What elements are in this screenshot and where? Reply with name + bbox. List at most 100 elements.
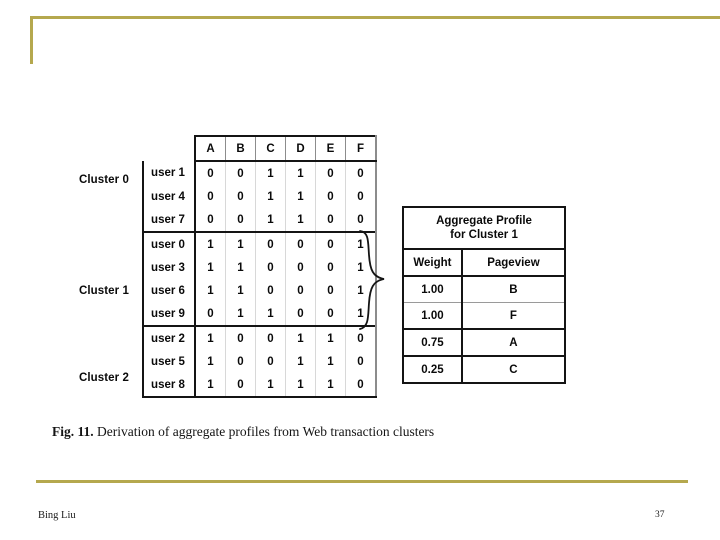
matrix-row-label: user 0 <box>142 231 196 256</box>
matrix-row-label: user 6 <box>142 279 196 302</box>
matrix-cell: 0 <box>195 208 226 232</box>
matrix-cell: 1 <box>195 256 226 279</box>
matrix-cell: 1 <box>285 350 316 373</box>
matrix-cell: 0 <box>345 325 377 350</box>
aggregate-title-line1: Aggregate Profile <box>436 214 532 227</box>
table-row: user 8 1 0 1 1 1 0 <box>142 373 377 398</box>
matrix-cell: 0 <box>315 161 346 185</box>
matrix-row-label: user 3 <box>142 256 196 279</box>
table-row: user 2 1 0 0 1 1 0 <box>142 325 377 350</box>
matrix-cell: 0 <box>225 161 256 185</box>
figure-caption-number: Fig. 11. <box>52 424 94 439</box>
matrix-cell: 0 <box>255 231 286 256</box>
matrix-cell: 0 <box>255 325 286 350</box>
matrix-cell: 0 <box>195 185 226 208</box>
table-row: user 6 1 1 0 0 0 1 <box>142 279 377 302</box>
matrix-cell: 0 <box>315 302 346 326</box>
table-row: user 9 0 1 1 0 0 1 <box>142 302 377 326</box>
table-row: 0.25 C <box>403 355 565 383</box>
aggregate-pageview-cell: A <box>461 328 565 356</box>
aggregate-header-weight: Weight <box>403 249 463 277</box>
matrix-cell: 0 <box>285 231 316 256</box>
matrix-row-label: user 4 <box>142 185 196 208</box>
matrix-cell: 1 <box>195 231 226 256</box>
matrix-cell: 0 <box>225 373 256 398</box>
aggregate-weight-cell: 0.25 <box>403 355 463 383</box>
matrix-cell: 1 <box>255 302 286 326</box>
figure-caption-text: Derivation of aggregate profiles from We… <box>93 424 435 439</box>
table-row: 1.00 F <box>403 302 565 329</box>
aggregate-header-pageview: Pageview <box>461 249 565 277</box>
aggregate-weight-cell: 0.75 <box>403 328 463 356</box>
matrix-cell: 0 <box>345 350 377 373</box>
matrix-corner-cell <box>143 136 195 161</box>
matrix-cell: 0 <box>285 302 316 326</box>
matrix-cell: 1 <box>255 208 286 232</box>
transaction-matrix-table: A B C D E F user 1 0 0 1 1 0 0 user 4 0 … <box>142 135 377 398</box>
matrix-cell: 1 <box>225 256 256 279</box>
matrix-header-row: A B C D E F <box>143 135 377 162</box>
matrix-cell: 1 <box>225 302 256 326</box>
aggregate-title-cell: Aggregate Profile for Cluster 1 <box>403 207 565 250</box>
matrix-cell: 0 <box>225 185 256 208</box>
matrix-cell: 1 <box>285 325 316 350</box>
matrix-cell: 1 <box>345 231 377 256</box>
matrix-cell: 1 <box>225 279 256 302</box>
matrix-cell: 0 <box>225 208 256 232</box>
matrix-cell: 1 <box>195 373 226 398</box>
matrix-column-header-f: F <box>345 135 377 162</box>
matrix-row-label: user 9 <box>142 302 196 326</box>
cluster-label-group: Cluster 0 Cluster 1 Cluster 2 <box>58 128 150 408</box>
matrix-cell: 1 <box>285 373 316 398</box>
matrix-cell: 0 <box>255 279 286 302</box>
matrix-cell: 1 <box>195 279 226 302</box>
matrix-cell: 1 <box>255 373 286 398</box>
matrix-cell: 1 <box>315 325 346 350</box>
table-row: user 5 1 0 0 1 1 0 <box>142 350 377 373</box>
cluster-label-1: Cluster 1 <box>78 285 130 297</box>
matrix-cell: 0 <box>255 350 286 373</box>
matrix-cell: 1 <box>285 208 316 232</box>
cluster-label-2: Cluster 2 <box>78 372 130 384</box>
matrix-cell: 0 <box>315 256 346 279</box>
table-row: user 3 1 1 0 0 0 1 <box>142 256 377 279</box>
table-row: user 0 1 1 0 0 0 1 <box>142 231 377 256</box>
matrix-cell: 0 <box>345 185 377 208</box>
aggregate-weight-cell: 1.00 <box>403 302 463 329</box>
matrix-cell: 0 <box>345 208 377 232</box>
table-row: user 1 0 0 1 1 0 0 <box>142 161 377 185</box>
matrix-column-header-d: D <box>285 135 316 162</box>
matrix-column-header-c: C <box>255 135 286 162</box>
matrix-cell: 0 <box>315 185 346 208</box>
footer-page-number: 37 <box>655 510 665 520</box>
matrix-cell: 0 <box>195 302 226 326</box>
matrix-cell: 0 <box>195 161 226 185</box>
matrix-column-header-b: B <box>225 135 256 162</box>
table-row: 0.75 A <box>403 328 565 356</box>
matrix-cell: 0 <box>315 208 346 232</box>
matrix-column-header-a: A <box>194 135 226 162</box>
matrix-cell: 0 <box>315 231 346 256</box>
table-row: user 7 0 0 1 1 0 0 <box>142 208 377 232</box>
matrix-cell: 1 <box>255 161 286 185</box>
table-row: user 4 0 0 1 1 0 0 <box>142 185 377 208</box>
figure-region: Cluster 0 Cluster 1 Cluster 2 A B C D E … <box>0 128 720 448</box>
matrix-cell: 0 <box>255 256 286 279</box>
matrix-cell: 0 <box>225 325 256 350</box>
matrix-cell: 1 <box>345 302 377 326</box>
matrix-cell: 1 <box>315 350 346 373</box>
aggregate-weight-cell: 1.00 <box>403 276 463 303</box>
matrix-cell: 0 <box>345 161 377 185</box>
matrix-column-header-e: E <box>315 135 346 162</box>
matrix-cell: 1 <box>315 373 346 398</box>
slide-footer-rule <box>36 480 688 483</box>
matrix-row-label: user 1 <box>142 161 196 185</box>
aggregate-pageview-cell: C <box>461 355 565 383</box>
footer-author: Bing Liu <box>38 510 76 521</box>
slide-corner-rule-mask <box>33 19 720 79</box>
matrix-cell: 1 <box>285 161 316 185</box>
matrix-cell: 1 <box>255 185 286 208</box>
table-row: 1.00 B <box>403 276 565 303</box>
matrix-cell: 0 <box>315 279 346 302</box>
aggregate-pageview-cell: F <box>461 302 565 329</box>
